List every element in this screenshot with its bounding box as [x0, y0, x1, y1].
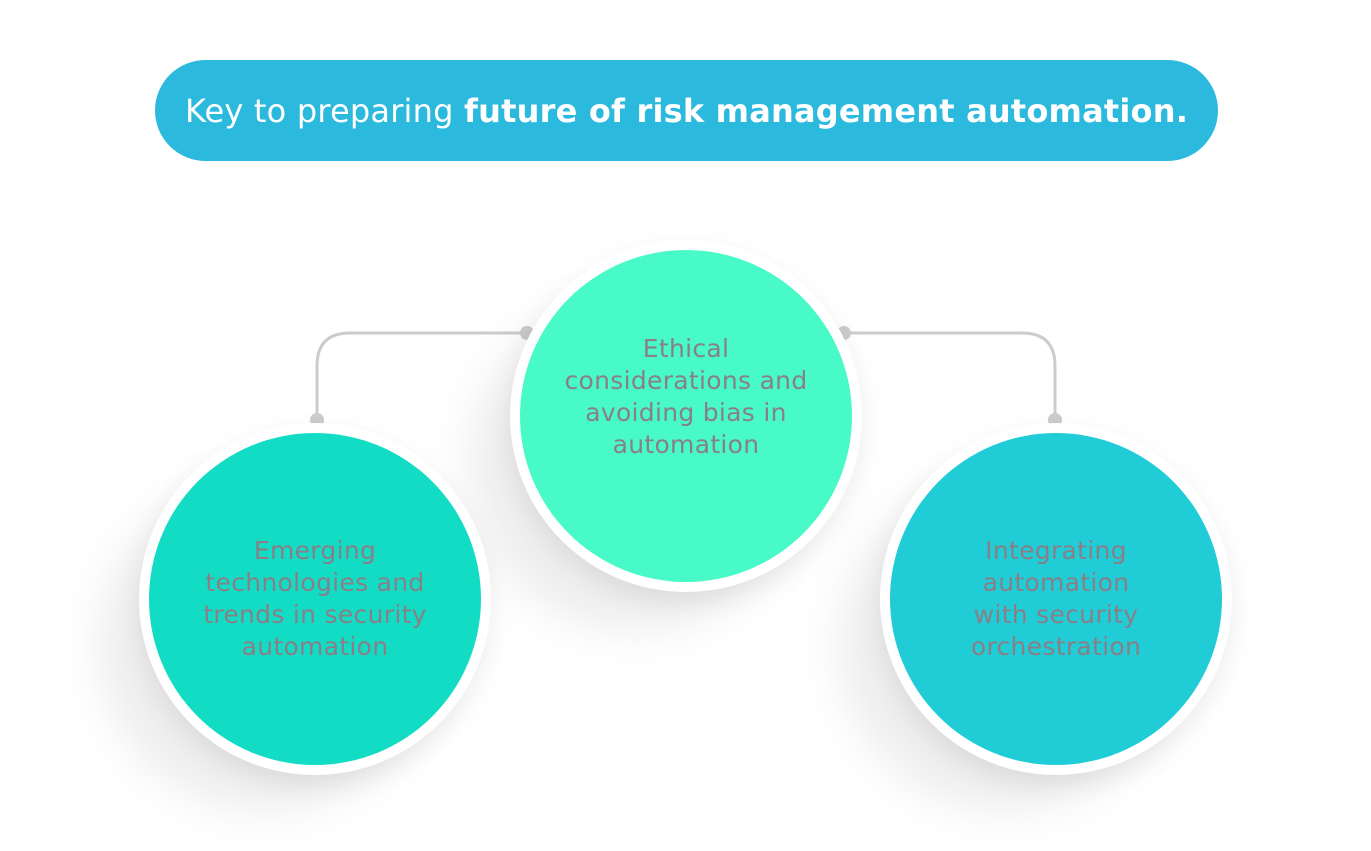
connector-left [315, 331, 527, 420]
node-left-line-3: trends in security [203, 600, 427, 629]
node-left-circle: Emerging technologies and trends in secu… [149, 433, 481, 765]
node-center-circle: Ethical considerations and avoiding bias… [520, 250, 852, 582]
node-left-line-4: automation [241, 632, 389, 661]
node-center-line-2: considerations and [564, 366, 808, 395]
node-right-line-1: Integrating [985, 536, 1127, 565]
title-prefix: Key to preparing [184, 91, 454, 130]
node-left-text: Emerging technologies and trends in secu… [203, 535, 427, 663]
node-center-line-1: Ethical [642, 334, 730, 363]
node-right-line-2: automation [982, 568, 1130, 597]
title-banner: Key to preparing future of risk manageme… [155, 60, 1218, 161]
node-center-line-3: avoiding bias in [585, 398, 787, 427]
connector-right [844, 331, 1057, 420]
node-left-line-2: technologies and [205, 568, 425, 597]
node-left-line-1: Emerging [253, 536, 377, 565]
node-right-line-3: with security [973, 600, 1139, 629]
node-right-circle: Integrating automation with security orc… [890, 433, 1222, 765]
node-right-line-4: orchestration [970, 632, 1142, 661]
node-center-text: Ethical considerations and avoiding bias… [565, 333, 808, 461]
title-emphasis: future of risk management automation. [464, 91, 1189, 130]
node-right-text: Integrating automation with security orc… [971, 535, 1141, 663]
node-center-line-4: automation [612, 430, 760, 459]
